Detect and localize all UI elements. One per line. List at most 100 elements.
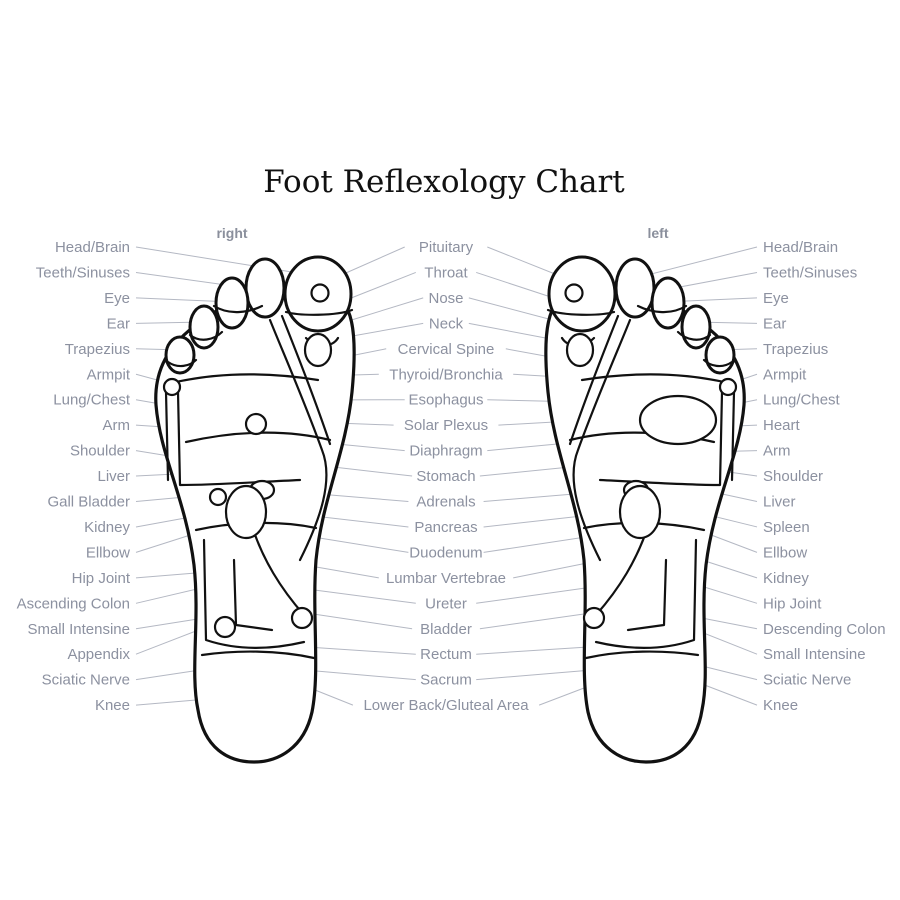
right-fourth-toe [188,304,220,350]
left-third-toe [650,276,686,330]
left-pituitary-point [564,283,584,303]
left-label-small-intensine: Small Intensine [763,646,866,663]
left-label-trapezius: Trapezius [763,341,828,358]
center-label-pancreas: Pancreas [414,519,477,536]
left-label-arm: Arm [763,443,791,460]
center-label-diaphragm: Diaphragm [409,443,482,460]
right-armpit-point [162,377,182,397]
left-spine-line [572,318,632,562]
center-label-throat: Throat [424,264,468,281]
right-leader-sciatic-nerve [135,669,201,681]
center-leader-right-bladder [479,611,599,630]
right-label-liver: Liver [97,468,130,485]
right-label-lung-chest: Lung/Chest [53,392,131,409]
left-kidney-point [618,484,662,540]
left-foot [544,255,746,764]
center-leader-left-bladder [299,611,413,630]
center-label-esophagus: Esophagus [408,392,483,409]
left-colon-zone [594,538,698,649]
center-label-neck: Neck [429,315,464,332]
right-leader-small-intensine [135,617,205,630]
right-label-kidney: Kidney [84,519,130,536]
right-label-hip-joint: Hip Joint [72,570,131,587]
left-leader-kidney [701,559,758,579]
right-label-teeth-sinuses: Teeth/Sinuses [36,264,130,281]
right-label-shoulder: Shoulder [70,443,130,460]
right-bladder-point [290,606,314,630]
center-label-bladder: Bladder [420,621,472,638]
left-second-toe [614,257,656,319]
right-colon-zone [202,538,306,649]
left-armpit-point [718,377,738,397]
right-little-toe [164,335,196,375]
right-appendix-point [213,615,237,639]
right-label-ascending-colon: Ascending Colon [17,595,130,612]
left-neck-point [565,332,595,368]
left-label-hip-joint: Hip Joint [763,595,822,612]
left-little-toe [704,335,736,375]
right-label-sciatic-nerve: Sciatic Nerve [42,672,130,689]
left-label-ear: Ear [763,315,786,332]
center-label-lower-back-gluteal-area: Lower Back/Gluteal Area [363,697,529,714]
center-label-stomach: Stomach [416,468,475,485]
right-label-trapezius: Trapezius [65,341,130,358]
left-label-armpit: Armpit [763,366,807,383]
right-second-toe [244,257,286,319]
left-label-lung-chest: Lung/Chest [763,392,841,409]
right-label-knee: Knee [95,697,130,714]
center-label-ureter: Ureter [425,595,467,612]
center-leader-right-nose [468,297,561,323]
left-label-liver: Liver [763,494,796,511]
left-label-teeth-sinuses: Teeth/Sinuses [763,264,857,281]
center-label-cervical-spine: Cervical Spine [398,341,495,358]
chart-title: Foot Reflexology Chart [263,164,625,200]
right-label-appendix: Appendix [67,646,130,663]
right-neck-point [303,332,333,368]
right-pituitary-point [310,283,330,303]
left-label-sciatic-nerve: Sciatic Nerve [763,672,851,689]
right-label-gall-bladder: Gall Bladder [47,494,130,511]
right-label-head-brain: Head/Brain [55,239,130,256]
left-label-head-brain: Head/Brain [763,239,838,256]
right-gallbladder-point [208,487,228,507]
center-label-thyroid-bronchia: Thyroid/Bronchia [389,366,503,383]
left-label-knee: Knee [763,697,798,714]
right-label-small-intensine: Small Intensine [27,621,130,638]
center-label-sacrum: Sacrum [420,672,472,689]
right-heel-line [200,650,316,660]
center-label-lumbar-vertebrae: Lumbar Vertebrae [386,570,506,587]
left-label-shoulder: Shoulder [763,468,823,485]
left-label-heart: Heart [763,417,801,434]
center-label-solar-plexus: Solar Plexus [404,417,488,434]
left-bladder-point [582,606,606,630]
right-solar-plexus-point [244,412,268,436]
center-label-rectum: Rectum [420,646,472,663]
center-label-duodenum: Duodenum [409,544,482,561]
center-leader-right-rectum [476,645,605,655]
left-label-descending-colon: Descending Colon [763,621,886,638]
left-heel-line [584,650,700,660]
right-foot [154,255,356,764]
left-label-eye: Eye [763,290,789,307]
left-leader-knee [701,683,758,706]
left-foot-label: left [648,225,669,241]
right-third-toe [214,276,250,330]
right-leader-knee [135,699,197,706]
left-label-ellbow: Ellbow [763,544,807,561]
labels: Head/BrainTeeth/SinusesEyeEarTrapeziusAr… [17,239,886,714]
right-label-arm: Arm [103,417,131,434]
right-label-eye: Eye [104,290,130,307]
left-lung-chest-zone [580,373,736,487]
left-heart-point [638,394,718,446]
right-spine-line-inner [280,314,332,446]
right-label-ellbow: Ellbow [86,544,130,561]
right-spine-line [268,318,328,562]
left-label-kidney: Kidney [763,570,809,587]
right-label-ear: Ear [107,315,130,332]
center-label-nose: Nose [428,290,463,307]
left-spine-line-inner [568,314,620,446]
right-foot-label: right [216,225,247,241]
right-kidney-point [224,484,268,540]
left-label-spleen: Spleen [763,519,810,536]
